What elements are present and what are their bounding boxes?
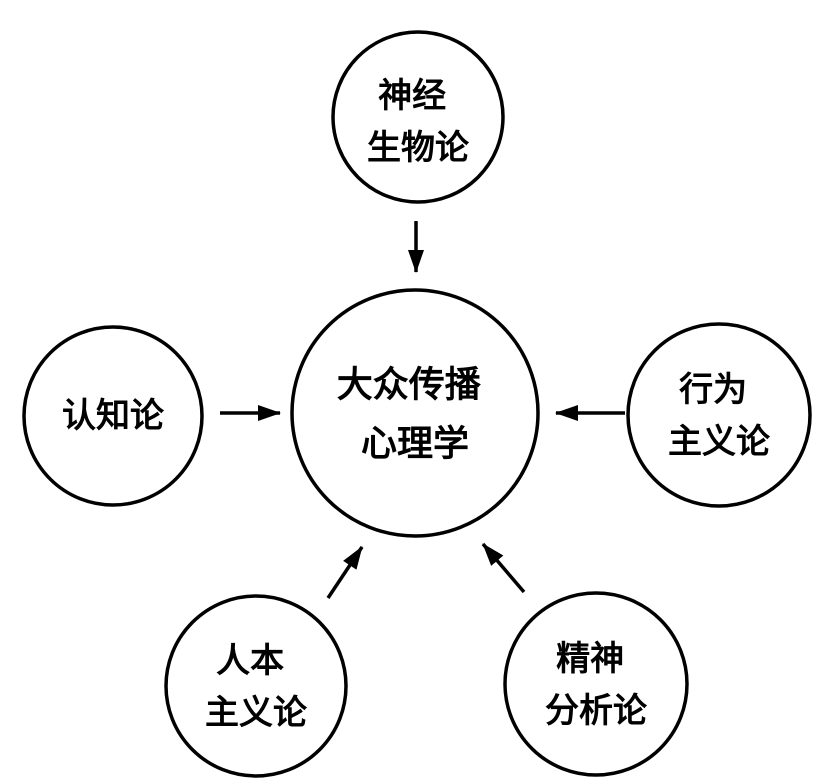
node-psychoanalysis-circle xyxy=(503,591,689,777)
node-neurobiology: 神经 生物论 xyxy=(331,30,505,204)
node-behaviorism-label: 行为 主义论 xyxy=(668,359,771,462)
node-mass-communication-psychology-circle xyxy=(290,288,540,538)
node-psychoanalysis: 精神 分析论 xyxy=(503,591,689,777)
node-cognitive-theory: 认知论 xyxy=(22,325,204,507)
node-psychoanalysis-label: 精神 分析论 xyxy=(545,628,648,731)
arrows-group xyxy=(220,221,625,599)
node-mass-communication-psychology-label: 大众传播 心理学 xyxy=(337,353,494,465)
arrow-bottom-right-to-center xyxy=(481,542,526,594)
arrow-bottom-left-to-center xyxy=(326,546,364,599)
node-behaviorism: 行为 主义论 xyxy=(626,322,812,508)
node-neurobiology-label: 神经 生物论 xyxy=(367,65,470,168)
node-mass-communication-psychology: 大众传播 心理学 xyxy=(290,288,540,538)
node-neurobiology-circle xyxy=(331,30,505,204)
node-humanism: 人本 主义论 xyxy=(164,594,348,778)
node-behaviorism-circle xyxy=(626,322,812,508)
node-humanism-circle xyxy=(164,594,348,778)
node-cognitive-theory-circle xyxy=(22,325,204,507)
node-humanism-label: 人本 主义论 xyxy=(205,630,308,733)
node-cognitive-theory-label: 认知论 xyxy=(62,396,165,436)
